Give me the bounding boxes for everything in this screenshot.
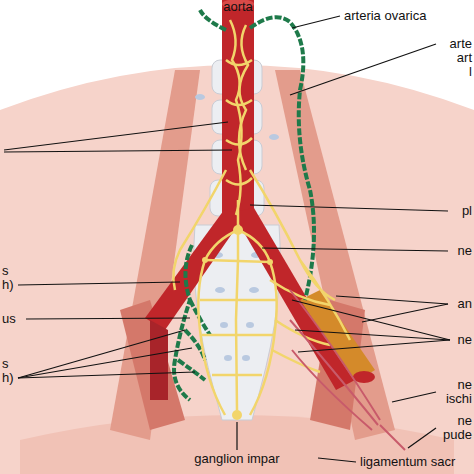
anatomy-label: ne — [458, 378, 472, 392]
nerve-plexus — [173, 20, 350, 415]
anatomy-label: s — [2, 264, 9, 278]
anatomy-label: us — [2, 312, 16, 326]
anatomy-label: ischi — [446, 392, 472, 406]
ovarian-artery — [174, 10, 314, 400]
anatomy-label: h) — [2, 278, 14, 292]
anatomy-label: ne — [458, 244, 472, 258]
anatomy-label: art — [457, 51, 472, 65]
anatomy-label: s — [2, 357, 9, 371]
anatomy-label: pude — [443, 428, 472, 442]
muscle-left — [110, 70, 200, 440]
arteries — [145, 0, 375, 400]
anatomy-label: arte — [450, 37, 472, 51]
anatomy-label: an — [458, 297, 472, 311]
leader-lines — [4, 16, 450, 462]
anatomy-label: l — [469, 65, 472, 79]
anatomy-label: ne — [458, 333, 472, 347]
anatomy-label: arteria ovarica — [344, 9, 426, 23]
anatomy-label: h) — [2, 371, 14, 385]
anatomy-label: ligamentum sacr — [360, 455, 455, 469]
anatomy-label: ne — [458, 414, 472, 428]
anatomy-label: ganglion impar — [194, 452, 279, 466]
anatomy-label: pl — [462, 204, 472, 218]
ganglia — [202, 225, 273, 420]
anatomy-label: aorta — [223, 0, 253, 14]
